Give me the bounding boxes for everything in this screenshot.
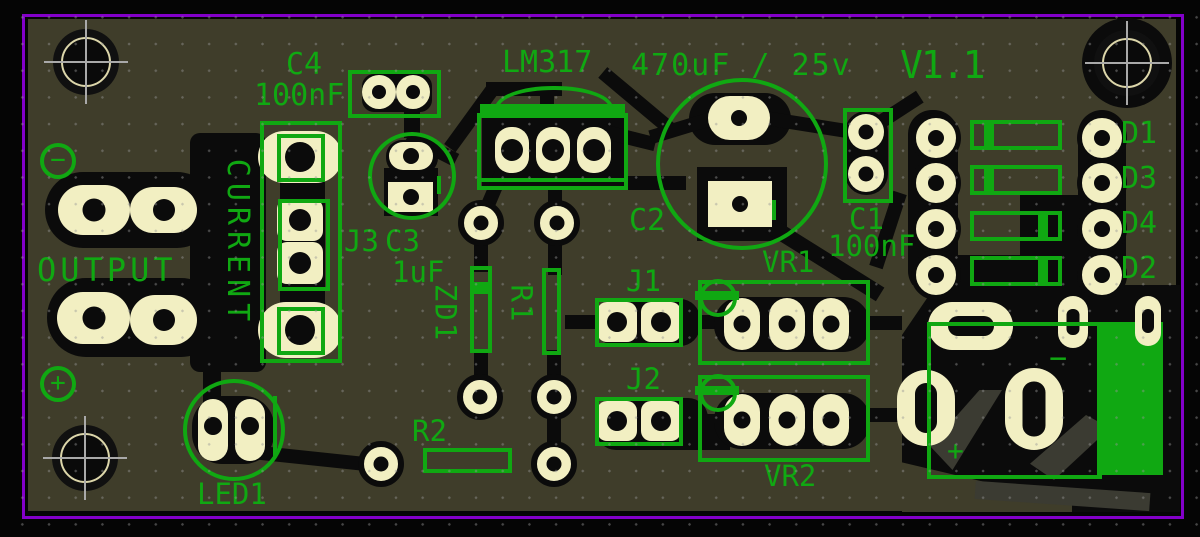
jack-pad-oval [928,302,1013,350]
output-pad [58,185,130,235]
j3-pad-3 [277,242,323,284]
r1-outline [542,268,561,355]
label-jack-plus: + [947,434,964,467]
j2-pad [597,401,637,441]
d4-band [1038,211,1048,237]
label-c1: C1 [849,202,884,236]
j1-outline [595,298,683,347]
label-c3-value: 1uF [392,255,445,289]
diode-pad [1077,250,1127,300]
d2-outline [970,256,1062,286]
via [534,200,580,246]
diode-pad [1077,158,1127,208]
label-c4-value: 100nF [254,78,345,113]
header-pad [911,113,961,163]
d4-outline [970,211,1062,241]
d1-outline [970,120,1062,150]
label-j1: J1 [626,264,661,298]
via [458,200,504,246]
d2-band [1038,256,1048,282]
j3-inner-outline [278,199,330,291]
j1-pad [641,302,681,342]
c1-pad [848,114,884,150]
j3-outline [260,121,342,363]
label-c3: C3 [385,224,420,258]
jack-pad-slot [1005,368,1063,450]
j2-pad [641,401,681,441]
polarity-plus-icon: + [40,366,76,402]
label-j3: J3 [344,224,379,258]
j1-pad [597,302,637,342]
via [531,441,577,487]
label-c4: C4 [286,47,323,82]
label-j2: J2 [626,362,661,396]
c1-pad [848,156,884,192]
label-d1: D1 [1121,116,1158,151]
label-vr2: VR2 [764,459,817,493]
c4-pad [362,75,396,109]
r2-outline [423,448,512,473]
output-pad [57,292,130,344]
zd1-outline [470,266,492,353]
via [531,374,577,420]
label-d2: D2 [1121,251,1158,286]
lm317-bottom-line [477,178,628,182]
vr2-pad [769,394,805,446]
j3-pad1-marker [277,134,325,182]
header-pad [911,250,961,300]
j3-pad-4 [258,302,342,358]
c4-outline [348,70,441,118]
lm317-pad [577,127,611,173]
jack-pad-slot [897,370,955,446]
zd1-band [470,282,492,294]
output-pad [130,295,197,345]
label-d4: D4 [1121,206,1158,241]
via [457,374,503,420]
lm317-pad [536,127,570,173]
c4-pad [396,75,430,109]
label-vr1: VR1 [762,245,815,279]
c1-outline [843,108,893,203]
led1-flat-edge [273,396,277,456]
label-jack-minus: − [1049,341,1068,376]
via [358,441,404,487]
d3-outline [970,165,1062,195]
label-c2-value: 470uF / 25v [631,48,852,83]
label-c2: C2 [629,203,666,238]
jack-body-fill [1097,322,1163,475]
c2-polarity-tick [772,200,776,220]
j3-pad-2 [277,199,323,241]
led1-outline [183,379,285,481]
output-pad [130,187,197,233]
vr2-outline [698,375,870,462]
j3-pad-1 [258,131,342,183]
vr1-pad [813,298,849,350]
c2-outline [656,78,828,250]
jack-pad-small [1135,296,1161,346]
vr1-pad [769,298,805,350]
label-lm317: LM317 [502,45,593,80]
j2-outline [595,397,683,446]
board-edge-outline [22,14,1184,519]
label-r2: R2 [412,414,447,448]
vr2-pad [813,394,849,446]
c3-outline [368,132,456,220]
label-output: OUTPUT [37,251,177,289]
label-version: V1.1 [900,43,986,87]
lm317-pad [495,127,529,173]
label-d3: D3 [1121,161,1158,196]
c3-polarity-tick [437,176,441,194]
jack-outline [927,322,1102,479]
d3-band [984,165,994,191]
label-led1: LED1 [197,477,267,511]
polarity-minus-icon: − [40,143,76,179]
j3-pad4-marker [277,307,325,355]
d1-band [984,120,994,146]
vr1-outline [698,280,870,365]
label-c1-value: 100nF [828,229,916,263]
